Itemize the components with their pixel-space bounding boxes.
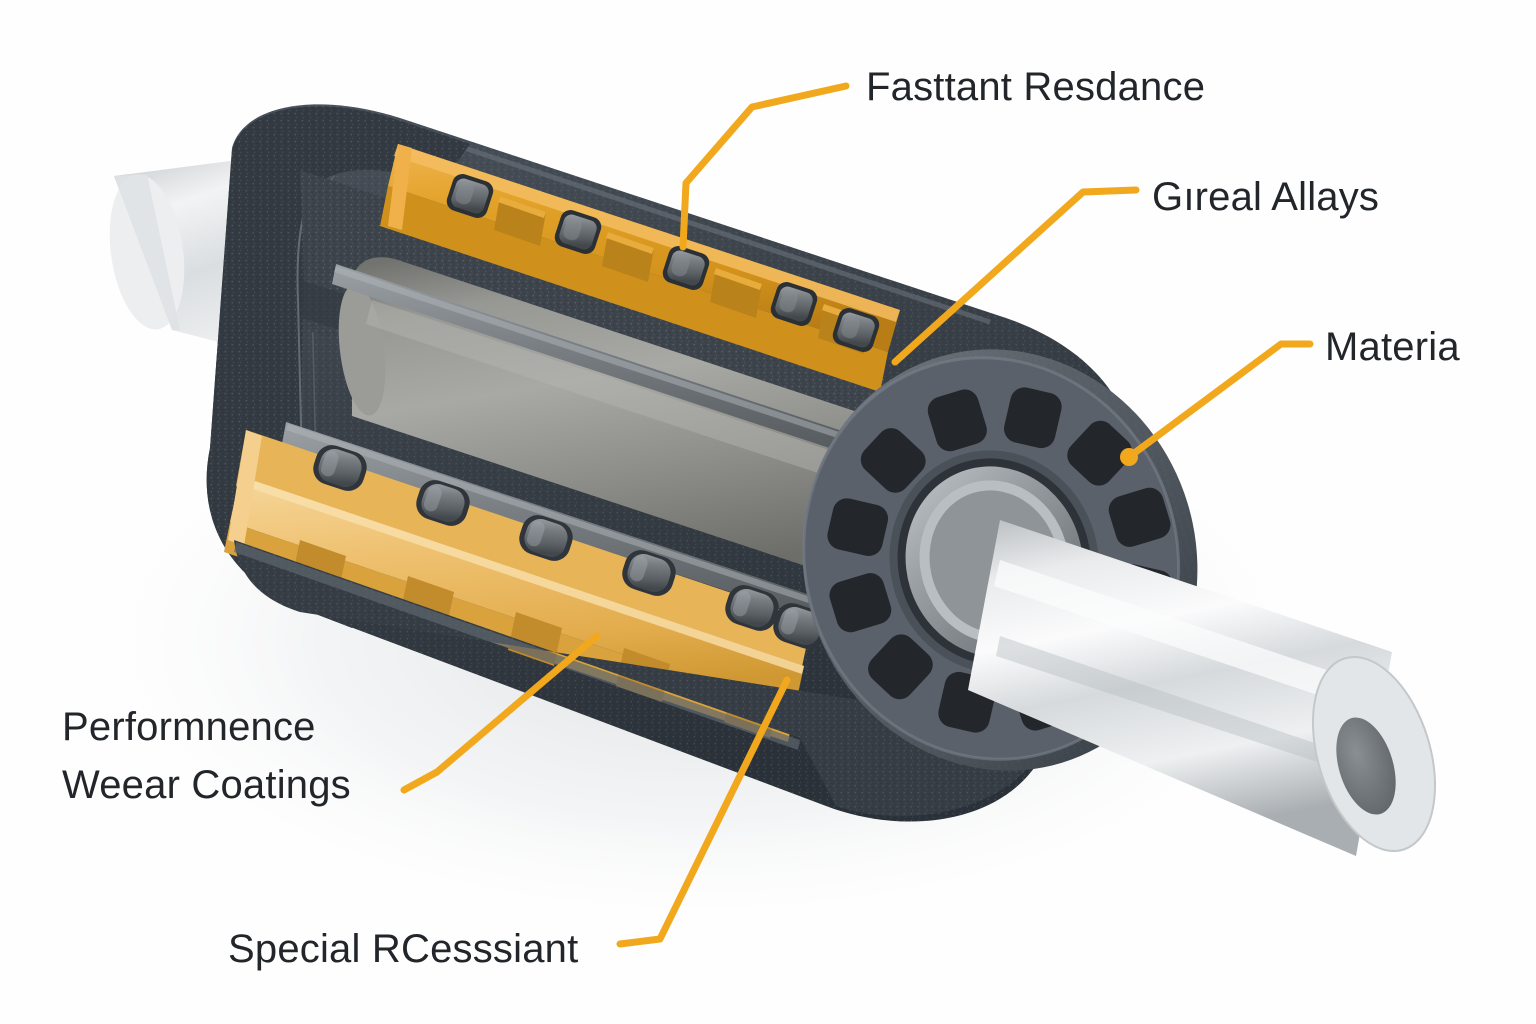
leader-coatings <box>400 632 601 794</box>
leader-material-dot <box>1120 448 1138 466</box>
upper-guide-rod <box>332 264 900 470</box>
shaft-bore <box>1336 717 1396 815</box>
label-performnence-weear-coatings: Performnence Weear Coatings <box>62 698 422 814</box>
lower-rollers <box>313 445 827 649</box>
upper-rollers <box>446 174 880 352</box>
leader-alloys <box>891 186 1140 366</box>
inner-rotor <box>338 257 948 587</box>
label-materia: Materia <box>1325 325 1460 369</box>
leader-material <box>1125 340 1314 461</box>
label-fasttant-resdance: Fasttant Resdance <box>866 65 1206 109</box>
leader-special <box>616 676 791 948</box>
leader-fastant <box>679 82 850 251</box>
label-coatings-line-2: Weear Coatings <box>62 763 351 807</box>
leader-lines <box>400 82 1314 948</box>
housing-lower-lip <box>234 540 1050 817</box>
lower-guide-rod <box>282 422 880 640</box>
label-special-rcesssiant: Special RCesssiant <box>228 927 579 971</box>
upper-guide-rail <box>380 144 900 392</box>
output-shaft <box>968 520 1437 856</box>
label-coatings-line-1: Performnence <box>62 705 316 749</box>
label-gireal-allays: Gıreal Allays <box>1152 175 1380 219</box>
